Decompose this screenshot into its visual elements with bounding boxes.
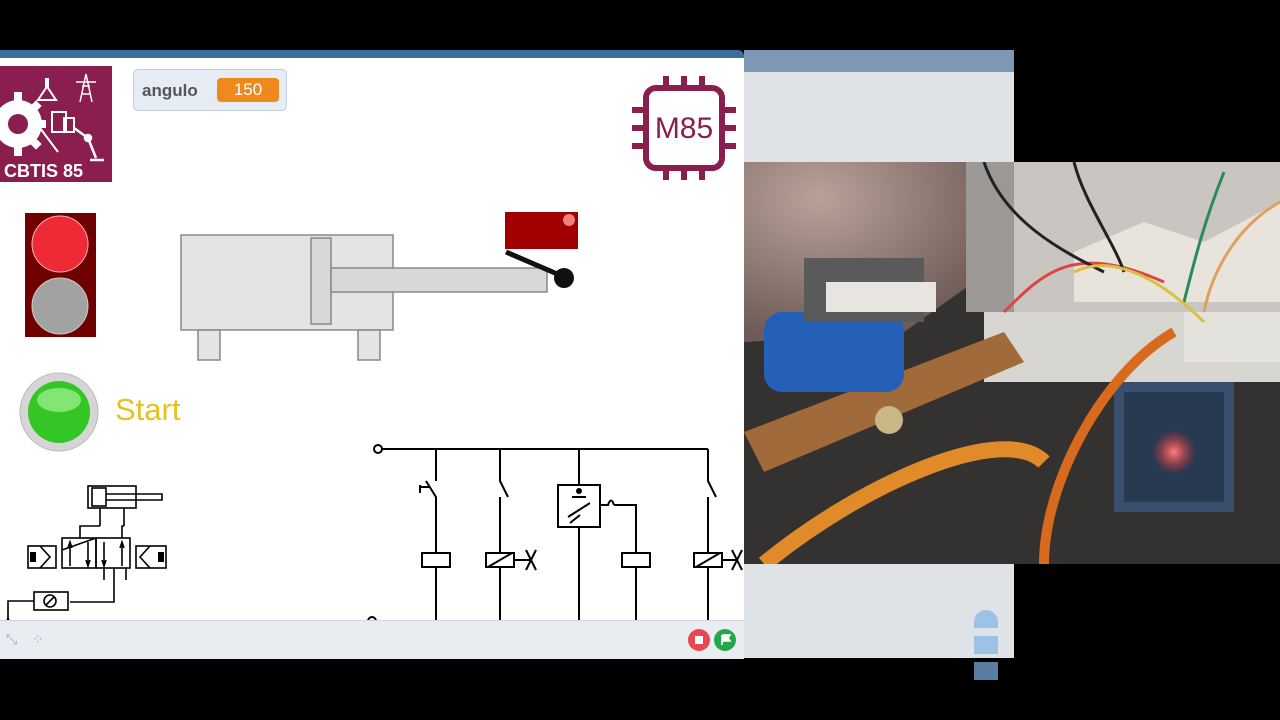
stop-icon bbox=[695, 636, 703, 644]
start-label: Start bbox=[115, 392, 181, 427]
pneumatic-cylinder bbox=[180, 212, 578, 361]
variable-value: 150 bbox=[217, 78, 279, 102]
cbtis-logo: CBTIS 85 bbox=[0, 66, 112, 182]
m85-chip-logo: M85 bbox=[632, 76, 736, 180]
green-flag-icon bbox=[721, 634, 732, 645]
stop-button[interactable] bbox=[688, 629, 710, 651]
background-window-blocks bbox=[974, 610, 998, 710]
green-flag-button[interactable] bbox=[714, 629, 736, 651]
pneumatic-schematic bbox=[3, 485, 167, 628]
camera-video bbox=[744, 162, 1280, 564]
stage[interactable]: CBTIS 85 angulo 150 M85 Start bbox=[0, 50, 744, 658]
robot-arm-icon bbox=[73, 126, 104, 162]
flask-icon bbox=[36, 78, 58, 101]
camera-photo bbox=[744, 162, 1280, 564]
chip-logo-text: M85 bbox=[655, 112, 713, 145]
grid-icon[interactable]: ⁘ bbox=[32, 631, 44, 647]
logo-text: CBTIS 85 bbox=[4, 161, 83, 181]
stage-controls-bar: ⤡ ⁘ bbox=[0, 620, 744, 659]
off-light bbox=[31, 277, 89, 335]
variable-name: angulo bbox=[142, 81, 198, 100]
traffic-light bbox=[25, 213, 96, 337]
background-window-titlebar bbox=[744, 50, 1014, 72]
red-light bbox=[31, 215, 89, 273]
start-button[interactable] bbox=[18, 371, 100, 453]
fullscreen-icon[interactable]: ⤡ bbox=[6, 631, 18, 647]
electrical-diagram bbox=[367, 444, 743, 626]
variable-monitor[interactable]: angulo 150 bbox=[133, 69, 287, 111]
tower-icon bbox=[76, 73, 96, 103]
